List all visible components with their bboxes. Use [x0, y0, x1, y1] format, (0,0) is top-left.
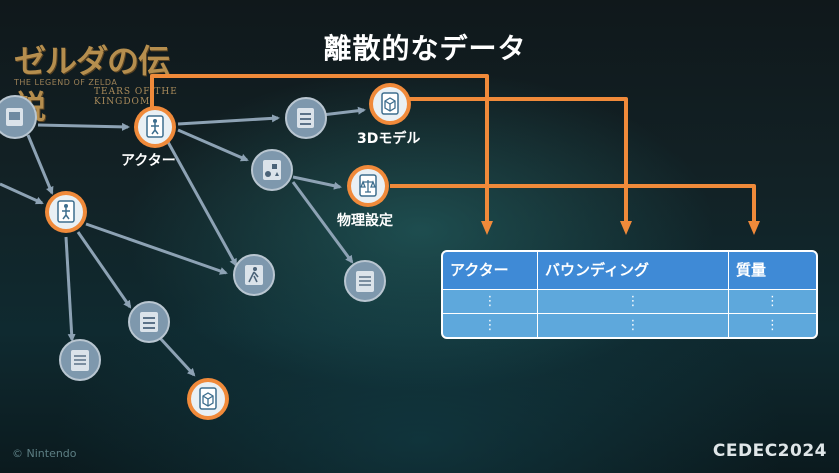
node-physics — [347, 165, 389, 207]
orange-edges — [150, 74, 760, 235]
edge-params-to-model — [321, 106, 366, 117]
node-actor — [134, 106, 176, 148]
table-cell: ⋮ — [766, 294, 779, 309]
edge-actorleft-to-animation — [85, 222, 228, 275]
label-actor: アクター — [121, 153, 176, 169]
logo-subtitle: THE LEGEND OF ZELDA — [14, 78, 118, 87]
edge-actor-to-params — [177, 114, 280, 126]
node-shapes — [251, 149, 293, 191]
node-doc-bottom — [59, 339, 101, 381]
edge-actor-to-shapes — [177, 128, 249, 162]
edge-params-to-model — [158, 336, 196, 377]
table-header-row: アクター バウンディング 質量 — [443, 252, 816, 289]
edge-actorleft-to-doc — [64, 236, 76, 342]
table-header-actor: アクター — [443, 252, 538, 289]
label-3d-model: 3Dモデル — [357, 131, 421, 147]
table-cell: ⋮ — [443, 290, 538, 313]
node-doc-right — [344, 260, 386, 302]
node-animation — [233, 254, 275, 296]
node-model-3d — [369, 83, 411, 125]
edge-left-to-actor-left — [0, 182, 44, 205]
node-params-top — [285, 97, 327, 139]
edge-doc-to-actor-left — [26, 134, 54, 195]
table-cell: ⋮ — [766, 318, 779, 333]
logo-subtitle-2: TEARS OF THE KINGDOM — [94, 87, 178, 107]
table-cell: ⋮ — [538, 290, 729, 313]
orange-arrow-actor — [150, 74, 493, 235]
table-cell: ⋮ — [443, 314, 538, 337]
node-doc-top-left — [0, 95, 37, 139]
table-header-mass: 質量 — [736, 261, 767, 279]
table-row: ⋮ ⋮ ⋮ — [443, 290, 816, 313]
table-cell: ⋮ — [538, 314, 729, 337]
node-model-bottom — [187, 378, 229, 420]
orange-arrow-mass — [390, 184, 760, 235]
data-table: アクター バウンディング 質量 ⋮ ⋮ ⋮ ⋮ ⋮ ⋮ — [441, 250, 818, 339]
shapes-icon — [263, 160, 281, 180]
edge-shapes-to-physics — [292, 175, 342, 190]
gray-edges — [0, 106, 366, 377]
label-physics: 物理設定 — [337, 213, 393, 229]
node-params-bottom — [128, 301, 170, 343]
edge-actor-to-animation — [166, 141, 238, 267]
edge-shapes-to-doc — [291, 181, 354, 264]
orange-arrow-bounding — [408, 97, 632, 235]
node-actor-left — [45, 191, 87, 233]
edge-actorleft-to-params — [76, 231, 132, 309]
edge-doc-to-actor — [37, 122, 130, 131]
cedec-logo: CEDEC2024 — [712, 441, 827, 461]
table-row: ⋮ ⋮ ⋮ — [443, 314, 816, 337]
copyright-text: © Nintendo — [12, 447, 77, 460]
table-header-bounding: バウンディング — [538, 252, 729, 289]
slide-title: 離散的なデータ — [323, 32, 527, 65]
